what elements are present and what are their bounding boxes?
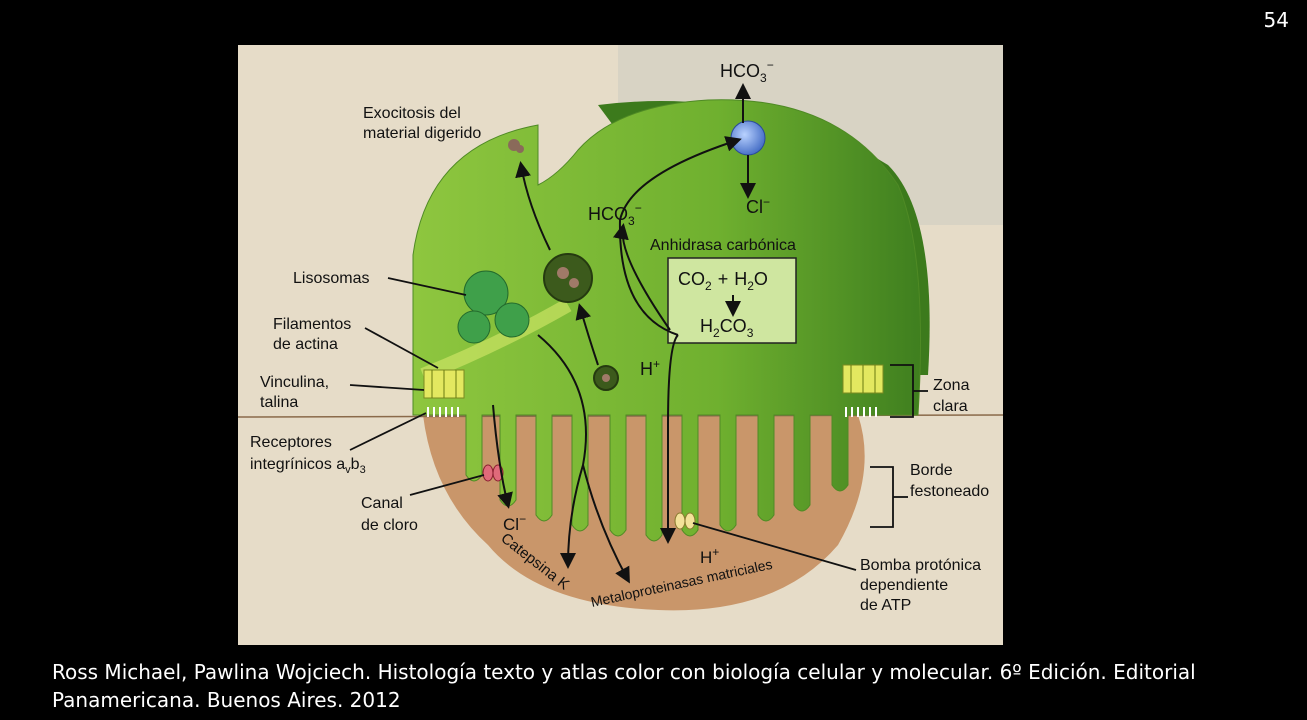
- label-bomba-3: de ATP: [860, 597, 911, 614]
- label-filamentos-2: de actina: [273, 336, 338, 353]
- resorption-lacuna: [423, 415, 865, 611]
- proton-pump: [674, 512, 696, 530]
- slide-number: 54: [1263, 8, 1289, 32]
- label-co2-h2o: CO2+H2O: [678, 269, 768, 293]
- label-canal-2: de cloro: [361, 517, 418, 534]
- pathway-arrows: [492, 83, 756, 584]
- integrin-receptors: [427, 407, 877, 417]
- bicarbonate-chloride-exchanger: [730, 120, 766, 156]
- label-borde-2: festoneado: [910, 483, 989, 500]
- vesicle-small: [593, 365, 619, 391]
- osteoclast-cell: [412, 99, 921, 542]
- label-h-bottom: H+: [700, 545, 719, 567]
- label-h-plus-mid: H+: [640, 357, 660, 379]
- label-receptores-1: Receptores: [250, 434, 332, 451]
- label-cl-top: Cl−: [746, 195, 770, 217]
- label-anhidrasa: Anhidrasa carbónica: [650, 237, 796, 254]
- label-filamentos-1: Filamentos: [273, 316, 351, 333]
- label-borde-1: Borde: [910, 462, 953, 479]
- label-canal-1: Canal: [361, 495, 403, 512]
- exocytosed-material: [508, 139, 524, 153]
- label-vinculina-1: Vinculina,: [260, 374, 329, 391]
- label-bomba-1: Bomba protónica: [860, 557, 981, 574]
- actin-filaments-left: [423, 369, 465, 399]
- label-exocitosis-1: Exocitosis del: [363, 105, 461, 122]
- label-exocitosis-2: material digerido: [363, 125, 481, 142]
- label-vinculina-2: talina: [260, 394, 298, 411]
- label-receptores-2: integrínicos avb3: [250, 456, 366, 476]
- label-h2co3: H2CO3: [700, 316, 754, 340]
- lysosomes: [457, 270, 530, 344]
- label-cl-bottom: Cl−: [503, 512, 526, 534]
- citation-caption: Ross Michael, Pawlina Wojciech. Histolog…: [52, 660, 1196, 712]
- label-hco3-top: HCO3−: [720, 58, 774, 85]
- actin-band: [420, 298, 572, 382]
- label-zona-2: clara: [933, 398, 968, 415]
- label-zona-1: Zona: [933, 377, 970, 394]
- label-hco3-mid: HCO3−: [588, 201, 642, 228]
- leader-lines: [349, 277, 928, 571]
- label-lisosomas: Lisosomas: [293, 270, 369, 287]
- vesicle-large: [543, 253, 593, 303]
- osteoclast-figure: Exocitosis del material digerido Lisosom…: [238, 45, 1003, 645]
- label-bomba-2: dependiente: [860, 577, 948, 594]
- osteoclast-diagram: Exocitosis del material digerido Lisosom…: [238, 45, 1003, 645]
- actin-filaments-right: [842, 364, 884, 394]
